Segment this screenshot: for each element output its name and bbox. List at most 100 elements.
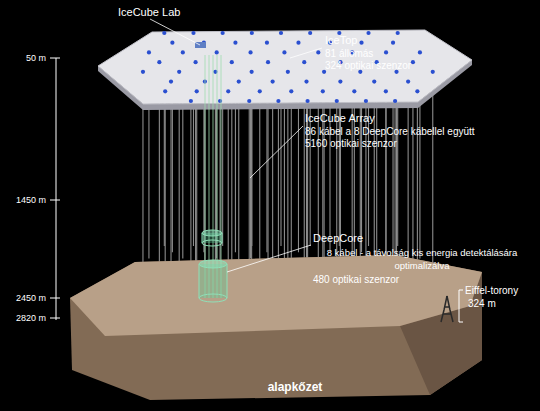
height-bracket [459, 290, 463, 322]
deepcore-cylinder-small [202, 230, 222, 246]
icetop-station [221, 31, 225, 35]
icetop-station [276, 99, 280, 103]
icetop-station [147, 50, 151, 54]
icetop-station [189, 99, 193, 103]
callout-text: IceCube Array [305, 112, 375, 124]
callout-text: 8 kábel - a távolság kis energia detektá… [308, 246, 536, 272]
node-label: alapkőzet [235, 380, 355, 394]
detector-string [165, 91, 166, 283]
icetop-station [316, 50, 320, 54]
icetop-station [302, 60, 306, 64]
depth-label: 50 m [2, 52, 46, 64]
callout-text: 81 állomás [325, 48, 373, 60]
detector-string [238, 82, 239, 278]
icetop-station [191, 31, 195, 35]
bedrock-block: alapkőzet [60, 250, 490, 408]
detector-string [228, 91, 229, 283]
icetop-station [141, 70, 145, 74]
icetop-station [418, 50, 422, 54]
callout-text: DeepCore [313, 232, 363, 244]
icetop-station [215, 50, 219, 54]
icetop-station [431, 70, 435, 74]
eiffel-tower-icon [441, 296, 453, 322]
icetop-station [406, 79, 410, 83]
icetop-station [304, 79, 308, 83]
detector-string [259, 91, 260, 283]
icetop-station [248, 50, 252, 54]
icetop-station [271, 79, 275, 83]
icetop-station [289, 89, 293, 93]
icetop-station [177, 70, 181, 74]
icetop-station [372, 79, 376, 83]
icetop-station [384, 89, 388, 93]
icetop-station [237, 79, 241, 83]
icetop-station [162, 31, 166, 35]
callout-text: IceTop [325, 34, 357, 46]
detector-string [272, 82, 273, 278]
deepcore-cylinder-large [199, 260, 227, 302]
surface-plate [98, 30, 472, 104]
icetop-station [181, 50, 185, 54]
icetop-station [170, 41, 174, 45]
depth-ticks [50, 58, 60, 318]
icetop-station [169, 79, 173, 83]
depth-label: 2820 m [2, 312, 46, 324]
icetop-station [250, 31, 254, 35]
detector-string [291, 91, 292, 283]
icetop-station [213, 70, 217, 74]
callout-text: 5160 optikai szenzor [305, 138, 397, 150]
icetop-station [282, 50, 286, 54]
icetop-station [163, 89, 167, 93]
leader-lines [150, 19, 322, 272]
detector-string [306, 82, 307, 278]
icetop-station [335, 99, 339, 103]
depth-scale [56, 58, 57, 320]
icetop-station [233, 41, 237, 45]
icetop-station [226, 89, 230, 93]
icetop-station [384, 50, 388, 54]
icetop-station [195, 89, 199, 93]
icetop-station [250, 70, 254, 74]
icetop-station [391, 41, 395, 45]
icetop-stations [141, 31, 435, 103]
detector-string [432, 72, 433, 271]
icetop-station [266, 60, 270, 64]
lab-building [195, 42, 206, 48]
icetop-station [366, 31, 370, 35]
callout-text: Eiffel-torony [465, 285, 518, 297]
detector-string [170, 82, 171, 278]
deepcore-column [205, 55, 221, 298]
icetop-station [296, 41, 300, 45]
icetop-station [203, 79, 207, 83]
icetop-station [308, 31, 312, 35]
icetop-station [359, 41, 363, 45]
callout-text: 86 kábel a 8 DeepCore kábellel együtt [305, 126, 475, 138]
icetop-station [364, 99, 368, 103]
callout-text: 324 m [468, 298, 496, 310]
callout-text: 480 optikai szenzor [313, 274, 399, 286]
icetop-station [193, 60, 197, 64]
icetop-station [352, 89, 356, 93]
icetop-station [279, 31, 283, 35]
icetop-station [247, 99, 251, 103]
icetop-station [396, 31, 400, 35]
icetop-station [411, 60, 415, 64]
depth-label: 1450 m [2, 194, 46, 206]
icetop-station [415, 89, 419, 93]
callout-text: IceCube Lab [118, 6, 180, 18]
detector-string [196, 91, 197, 283]
icetop-station [230, 60, 234, 64]
icetop-station [393, 99, 397, 103]
icetop-station [265, 41, 269, 45]
icetop-station [157, 60, 161, 64]
icetop-station [218, 99, 222, 103]
icetop-station [258, 89, 262, 93]
callout-text: 324 optikai szenzor [325, 60, 411, 72]
icetop-station [338, 79, 342, 83]
depth-label: 2450 m [2, 292, 46, 304]
icetop-station [321, 89, 325, 93]
icetop-station [305, 99, 309, 103]
